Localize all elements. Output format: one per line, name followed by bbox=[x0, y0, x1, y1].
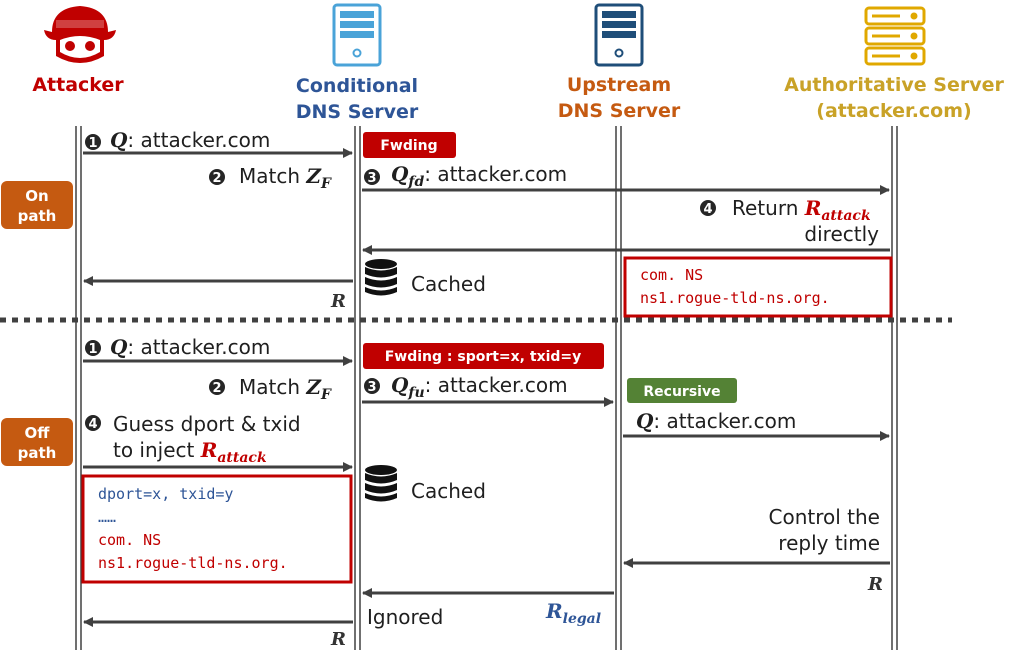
svg-text:reply time: reply time bbox=[778, 531, 880, 555]
cached-label: Cached bbox=[411, 272, 486, 296]
svg-text:3: 3 bbox=[367, 380, 376, 395]
onpath-fwding-tag: Fwding bbox=[363, 132, 456, 158]
hacker-icon bbox=[44, 6, 116, 63]
offpath-step4: 4 Guess dport & txid to inject Rattack bbox=[85, 412, 301, 466]
svg-text:4: 4 bbox=[88, 417, 97, 432]
onpath-step3: 3 Qfd: attacker.com bbox=[364, 162, 567, 190]
svg-text:2: 2 bbox=[212, 381, 221, 396]
ignored-label: Ignored bbox=[367, 605, 443, 629]
upstream-label-line2: DNS Server bbox=[558, 100, 681, 122]
svg-text:Fwding : sport=x, txid=y: Fwding : sport=x, txid=y bbox=[385, 349, 582, 365]
off-path-arrows bbox=[83, 356, 890, 627]
svg-text:Return Rattack: Return Rattack bbox=[732, 196, 871, 224]
on-path-arrows bbox=[83, 148, 890, 286]
conditional-server-icon bbox=[332, 3, 382, 67]
offpath-cache: Cached bbox=[365, 465, 486, 503]
svg-text:to inject Rattack: to inject Rattack bbox=[113, 438, 267, 466]
svg-text:2: 2 bbox=[212, 171, 221, 186]
svg-text:1: 1 bbox=[88, 136, 97, 151]
attacker-label: Attacker bbox=[32, 74, 124, 96]
onpath-step2: 2 Match ZF bbox=[209, 164, 332, 192]
svg-text:Q: attacker.com: Q: attacker.com bbox=[110, 128, 270, 152]
cached-label: Cached bbox=[411, 479, 486, 503]
offpath-record-box: dport=x, txid=y …… com. NS ns1.rogue-tld… bbox=[81, 474, 353, 584]
svg-text:ns1.rogue-tld-ns.org.: ns1.rogue-tld-ns.org. bbox=[640, 289, 830, 307]
svg-text:Off: Off bbox=[25, 424, 51, 442]
svg-text:……: …… bbox=[98, 508, 116, 526]
recursive-tag: Recursive bbox=[627, 378, 737, 403]
svg-text:com. NS: com. NS bbox=[98, 531, 161, 549]
conditional-label-line1: Conditional bbox=[296, 75, 418, 97]
auth-reply-label: R bbox=[867, 574, 883, 595]
onpath-step4: 4 Return Rattack directly bbox=[700, 196, 879, 246]
svg-text:Control the: Control the bbox=[769, 505, 880, 529]
svg-text:Guess dport & txid: Guess dport & txid bbox=[113, 412, 301, 436]
authoritative-label-line2: (attacker.com) bbox=[816, 100, 971, 122]
offpath-step3: 3 Qfu: attacker.com bbox=[364, 373, 568, 401]
database-icon bbox=[365, 259, 397, 296]
upstream-query-label: Q: attacker.com bbox=[636, 409, 796, 433]
svg-text:Qfu: attacker.com: Qfu: attacker.com bbox=[391, 373, 568, 401]
svg-text:1: 1 bbox=[88, 342, 97, 357]
onpath-cache: Cached bbox=[365, 259, 486, 296]
upstream-label-line1: Upstream bbox=[567, 74, 671, 96]
svg-text:ns1.rogue-tld-ns.org.: ns1.rogue-tld-ns.org. bbox=[98, 554, 288, 572]
svg-text:Match ZF: Match ZF bbox=[239, 164, 332, 192]
svg-text:path: path bbox=[18, 207, 57, 225]
database-icon bbox=[365, 465, 397, 502]
onpath-reply-label: R bbox=[330, 291, 346, 312]
authoritative-label-line1: Authoritative Server bbox=[784, 74, 1004, 96]
legal-reply-label: Rlegal bbox=[545, 599, 601, 627]
svg-text:Q: attacker.com: Q: attacker.com bbox=[110, 335, 270, 359]
svg-text:4: 4 bbox=[703, 202, 712, 217]
svg-text:com. NS: com. NS bbox=[640, 266, 703, 284]
svg-text:path: path bbox=[18, 444, 57, 462]
offpath-reply-label: R bbox=[330, 629, 346, 650]
offpath-fwding-tag: Fwding : sport=x, txid=y bbox=[363, 343, 604, 369]
upstream-server-icon bbox=[594, 3, 644, 67]
lifelines bbox=[75, 126, 898, 650]
svg-text:3: 3 bbox=[367, 171, 376, 186]
svg-text:Recursive: Recursive bbox=[643, 384, 720, 400]
on-path-badge: On path bbox=[1, 181, 73, 229]
conditional-label-line2: DNS Server bbox=[296, 101, 419, 123]
off-path-badge: Off path bbox=[1, 418, 73, 466]
svg-text:Match ZF: Match ZF bbox=[239, 375, 332, 403]
authoritative-server-icon bbox=[864, 6, 926, 66]
onpath-step1: 1 Q: attacker.com bbox=[85, 128, 270, 152]
offpath-step1: 1 Q: attacker.com bbox=[85, 335, 270, 359]
svg-text:Fwding: Fwding bbox=[380, 138, 437, 154]
svg-text:directly: directly bbox=[804, 222, 879, 246]
control-reply-note: Control the reply time bbox=[769, 505, 880, 555]
svg-text:Qfd: attacker.com: Qfd: attacker.com bbox=[391, 162, 567, 190]
svg-text:dport=x, txid=y: dport=x, txid=y bbox=[98, 485, 233, 503]
svg-text:On: On bbox=[25, 187, 48, 205]
offpath-step2: 2 Match ZF bbox=[209, 375, 332, 403]
onpath-record-box: com. NS ns1.rogue-tld-ns.org. bbox=[623, 256, 893, 318]
